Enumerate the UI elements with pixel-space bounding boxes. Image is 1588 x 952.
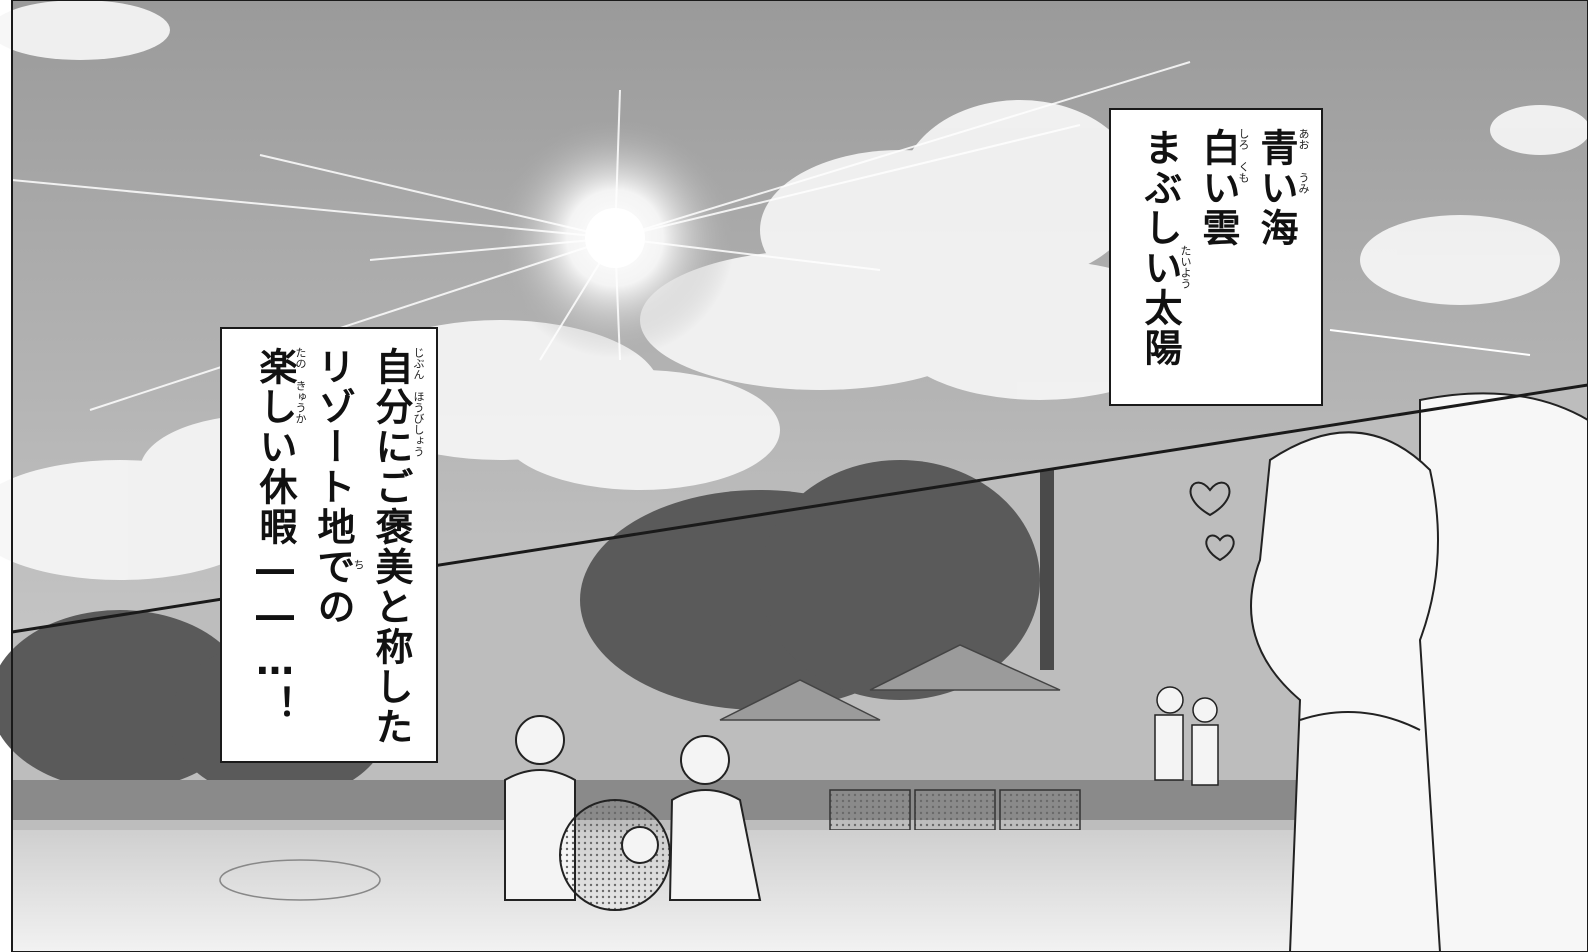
couple-foreground: [1250, 392, 1588, 952]
light-streak: [1329, 329, 1531, 356]
caption-line-3: まぶしい太陽: [1138, 128, 1182, 368]
caption-ruby-line-1: じぶん ほうびしょう: [412, 347, 425, 457]
caption-line-2: 白い雲: [1196, 128, 1240, 248]
caption-line-2: リゾート地での: [311, 347, 355, 627]
caption-ruby-line-3: たの きゅうか: [294, 347, 307, 424]
sun-icon: [11, 61, 1191, 411]
caption-ruby-line-2: ち: [352, 559, 365, 570]
sun-loungers: [829, 789, 1081, 831]
family-in-pool: [504, 715, 762, 911]
caption-ruby-line-1: あお うみ: [1297, 128, 1310, 194]
umbrellas: [719, 644, 1061, 721]
caption-line-3: 楽しい休暇――…！: [253, 347, 297, 725]
caption-box-left: じぶん ほうびしょう 自分にご褒美と称した ち リゾート地での たの きゅうか …: [220, 327, 438, 763]
heart-icon: [1189, 481, 1235, 562]
caption-line-1: 青い海: [1254, 128, 1298, 248]
caption-ruby-line-2: しろ くも: [1237, 128, 1250, 183]
couple-background: [1154, 686, 1219, 786]
caption-line-1: 自分にご褒美と称した: [369, 347, 413, 747]
caption-ruby-line-3: たいよう: [1179, 245, 1192, 289]
caption-box-top-right: あお うみ 青い海 しろ くも 白い雲 たいよう まぶしい太陽: [1109, 108, 1323, 406]
